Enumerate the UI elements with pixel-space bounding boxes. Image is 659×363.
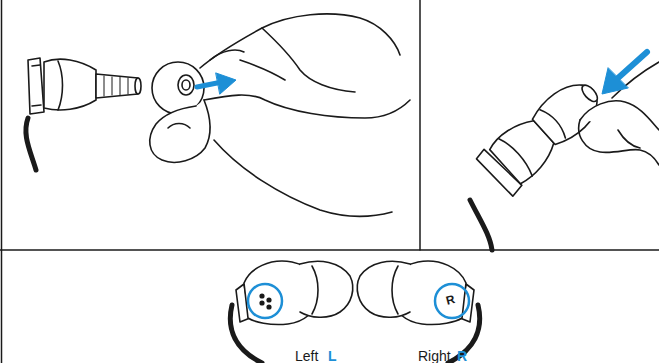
panel-divider (419, 0, 421, 250)
panel-divider (0, 249, 659, 251)
panel-border (1, 0, 3, 363)
earphone-left (230, 261, 352, 363)
side-letter: R (457, 349, 467, 363)
earphone-remove-tip (26, 14, 410, 216)
side-label: Left (295, 349, 318, 363)
earphone-right (357, 261, 479, 363)
side-label: Right (418, 349, 451, 363)
earphone-fit-tip (470, 52, 659, 250)
side-letter: L (328, 349, 337, 363)
